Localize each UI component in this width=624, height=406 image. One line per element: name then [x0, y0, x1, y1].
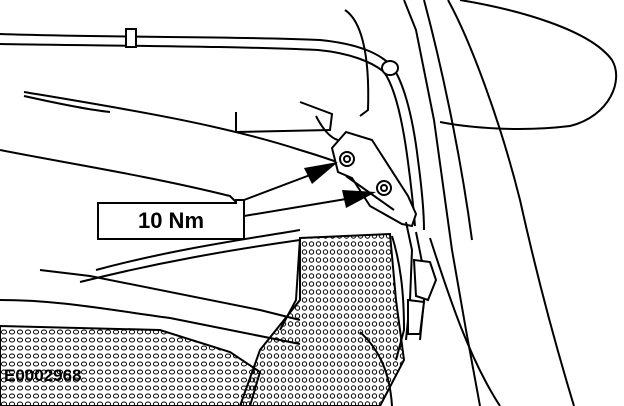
bolt-icon — [339, 151, 355, 167]
torque-callout — [97, 162, 376, 240]
arrow-icon — [243, 190, 376, 217]
figure-reference-id: E0002968 — [4, 366, 82, 385]
torque-label: 10 Nm — [137, 208, 205, 233]
arrow-icon — [243, 162, 338, 201]
latch-clip — [407, 258, 438, 335]
bolt-icon — [376, 180, 392, 196]
cowl-grille — [0, 229, 406, 406]
pillar-structure — [344, 0, 618, 406]
cable — [0, 28, 425, 231]
hood-panel — [0, 91, 373, 203]
